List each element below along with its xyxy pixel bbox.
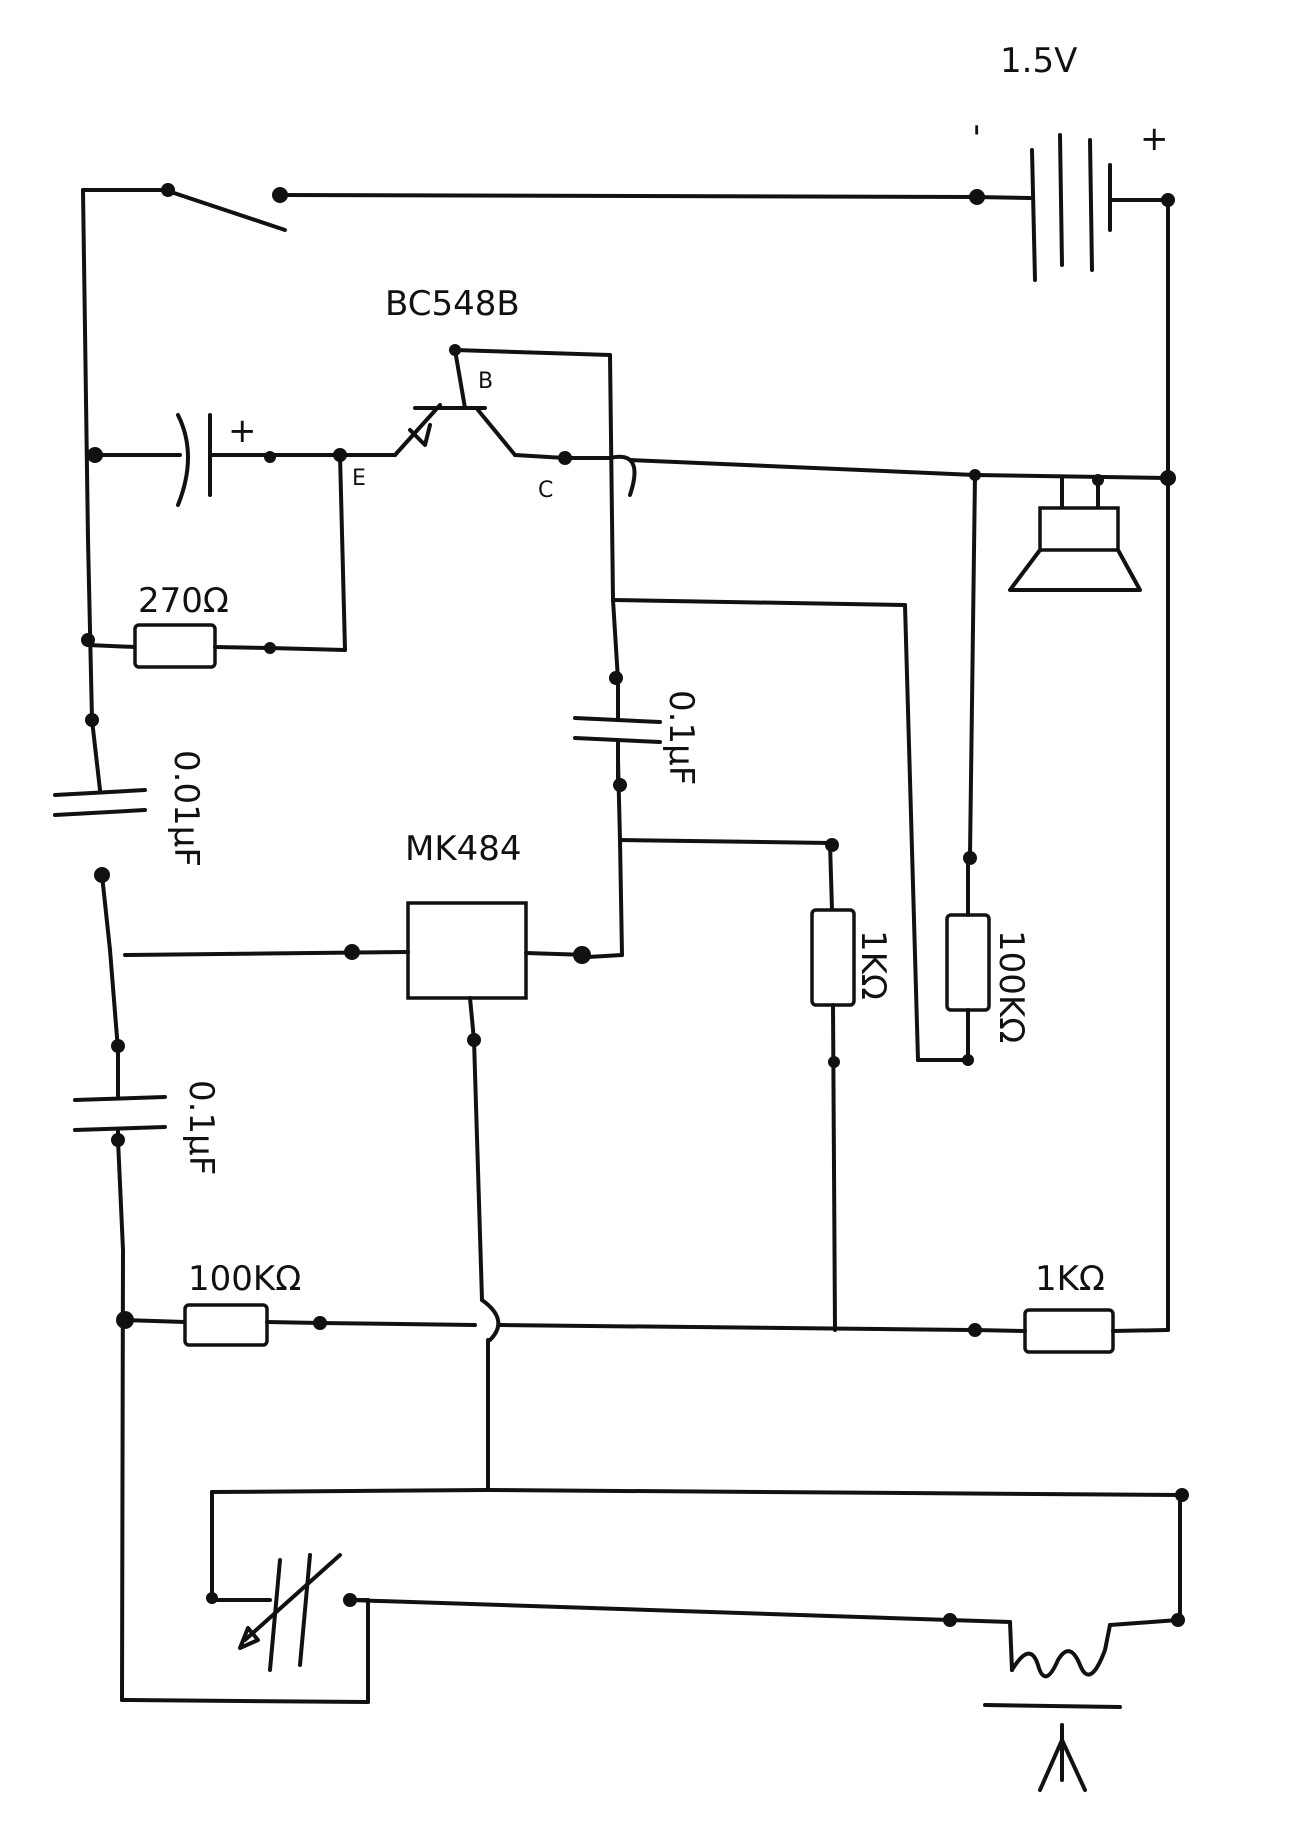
c-left-top-label: 0.01µF <box>166 750 206 867</box>
tuning-coil <box>948 1618 1180 1709</box>
ic-mk484: MK484 <box>123 829 591 1492</box>
battery: 1.5V ' + <box>969 41 1175 282</box>
electrolytic-capacitor: + <box>93 411 342 507</box>
resistor-100k-right: 100KΩ <box>945 473 1031 1066</box>
r-100k-right-label: 100KΩ <box>991 930 1031 1043</box>
tuned-circuit <box>206 1488 1189 1627</box>
battery-minus-label: ' <box>972 119 981 159</box>
transistor-bc548b: BC548B B E C <box>338 284 612 503</box>
resistor-1k-mid: 1KΩ <box>618 838 893 1332</box>
top-supply-wiring <box>81 188 1170 1332</box>
ic-label: MK484 <box>405 829 522 869</box>
supply-voltage-label: 1.5V <box>1000 41 1077 81</box>
collector-label: C <box>538 478 553 503</box>
battery-plus-label: + <box>1140 119 1169 159</box>
c-right-label: 0.1µF <box>661 690 701 785</box>
bottom-line: 100KΩ 1KΩ <box>123 1259 1170 1354</box>
collector-line <box>563 454 1176 497</box>
cap-plus-label: + <box>228 411 257 451</box>
r-100k-bottom-label: 100KΩ <box>188 1259 301 1299</box>
r-1k-bottom-label: 1KΩ <box>1035 1259 1105 1299</box>
capacitor-left-bottom: 0.1µF <box>73 1048 221 1175</box>
power-switch <box>161 183 288 232</box>
emitter-resistor-loop: 270Ω <box>86 448 347 669</box>
antenna-icon <box>1038 1723 1087 1792</box>
emitter-label: E <box>352 466 366 491</box>
c-left-bottom-label: 0.1µF <box>181 1080 221 1175</box>
speaker <box>1008 474 1142 592</box>
transistor-label: BC548B <box>385 284 520 324</box>
r-1k-mid-label: 1KΩ <box>853 930 893 1000</box>
left-rail <box>81 447 370 1704</box>
variable-capacitor <box>238 1553 342 1672</box>
capacitor-right: 0.1µF <box>573 678 701 787</box>
base-label: B <box>478 369 493 394</box>
capacitor-left-top: 0.01µF <box>53 750 206 867</box>
r-emitter-label: 270Ω <box>138 581 229 621</box>
